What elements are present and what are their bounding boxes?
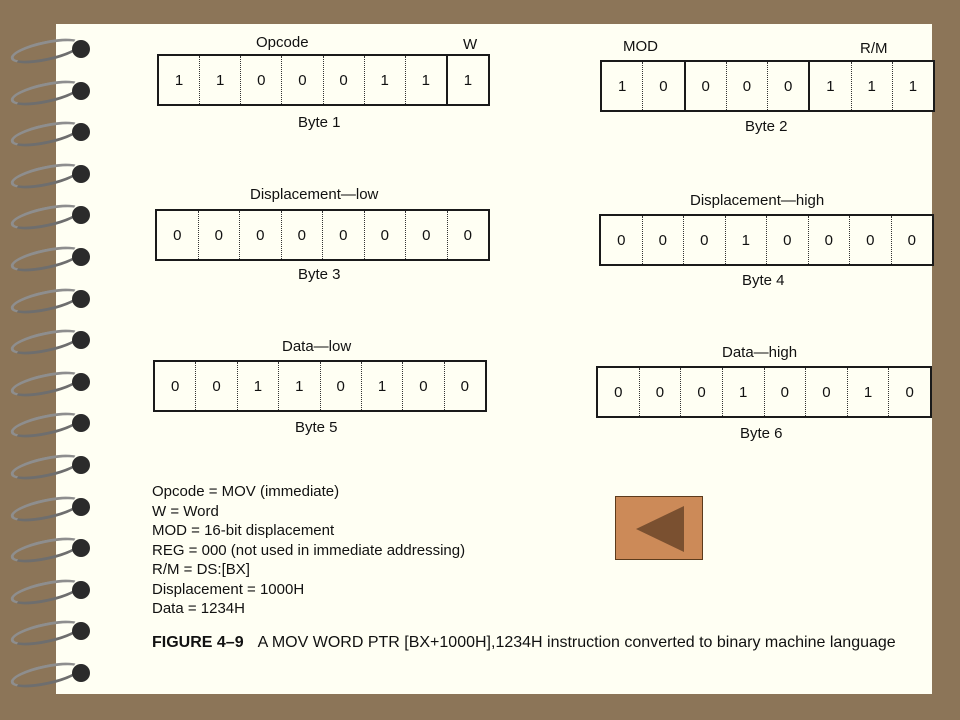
byte1-bit-7: 1 xyxy=(445,56,488,104)
byte2-bit-3: 0 xyxy=(725,62,767,110)
byte5-bit-2: 1 xyxy=(236,362,278,410)
byte4-bit-1: 0 xyxy=(641,216,684,264)
byte1-label: Byte 1 xyxy=(298,114,341,131)
byte6-bit-7: 0 xyxy=(888,368,930,416)
spiral-ring xyxy=(8,366,92,402)
byte2-bit-0: 1 xyxy=(617,77,627,95)
byte3-label: Byte 3 xyxy=(298,266,341,283)
legend-reg: REG = 000 (not used in immediate address… xyxy=(152,541,466,559)
spiral-ring xyxy=(8,574,92,610)
spiral-ring xyxy=(8,532,92,568)
spiral-ring xyxy=(8,241,92,277)
data-high-label: Data—high xyxy=(722,344,798,361)
spiral-ring xyxy=(8,200,92,235)
spiral-ring xyxy=(8,116,92,152)
byte4-label: Byte 4 xyxy=(742,272,785,289)
mod-label: MOD xyxy=(623,38,658,55)
spiral-ring xyxy=(8,283,92,318)
byte6-bit-6: 1 xyxy=(846,368,889,416)
byte2-label: Byte 2 xyxy=(745,118,788,135)
spiral-ring xyxy=(8,324,92,360)
triangle-left-icon xyxy=(636,506,684,552)
spiral-ring xyxy=(8,158,92,194)
byte5-bit-3: 1 xyxy=(278,362,319,410)
byte3-bit-5: 0 xyxy=(363,211,406,259)
legend-mod: MOD = 16-bit displacement xyxy=(152,522,335,539)
byte2-bit-6: 1 xyxy=(850,62,892,110)
spiral-ring xyxy=(8,616,92,651)
legend-displacement: Displacement = 1000H xyxy=(152,580,305,598)
byte4-bit-5: 0 xyxy=(807,216,850,264)
legend-rm: R/M = DS:[BX] xyxy=(152,561,250,578)
byte1-bit-5: 1 xyxy=(363,56,405,104)
w-label: W xyxy=(463,36,478,53)
byte4-bit-2: 0 xyxy=(683,216,725,264)
byte6-bit-2: 0 xyxy=(680,368,722,416)
byte3-bit-6: 0 xyxy=(405,211,447,259)
byte5-bit-7: 0 xyxy=(443,362,485,410)
spiral-ring xyxy=(8,491,92,526)
byte1-bit-2: 0 xyxy=(240,56,281,104)
byte2-bit-2: 0 xyxy=(683,62,726,110)
spiral-ring xyxy=(8,75,92,110)
figure-caption: FIGURE 4–9 A MOV WORD PTR [BX+1000H],1234… xyxy=(152,632,952,653)
byte3-bit-4: 0 xyxy=(322,211,364,259)
byte1-bit-3: 0 xyxy=(281,56,322,104)
data-low-label: Data—low xyxy=(282,338,352,355)
byte4-bit-7: 0 xyxy=(890,216,933,264)
displacement-low-label: Displacement—low xyxy=(250,186,379,203)
rm-label: R/M xyxy=(860,40,888,57)
byte3-bit-3: 0 xyxy=(280,211,323,259)
byte4-bit-4: 0 xyxy=(766,216,808,264)
byte6-bit-4: 0 xyxy=(763,368,806,416)
byte1-bit-1: 1 xyxy=(199,56,240,104)
byte3-bit-0: 0 xyxy=(173,226,182,244)
notebook-page xyxy=(56,24,932,694)
byte3-bit-2: 0 xyxy=(239,211,281,259)
byte2-bit-5: 1 xyxy=(808,62,850,110)
byte5-label: Byte 5 xyxy=(295,419,338,436)
byte3-bit-1: 0 xyxy=(197,211,240,259)
byte5-bit-0: 0 xyxy=(171,377,180,395)
byte1-bit-0: 1 xyxy=(174,71,184,89)
byte6-bit-0: 0 xyxy=(614,383,623,401)
byte1-bit-4: 0 xyxy=(322,56,364,104)
byte6-bit-1: 0 xyxy=(638,368,681,416)
byte5-bit-1: 0 xyxy=(195,362,236,410)
opcode-label: Opcode xyxy=(256,34,309,51)
byte3-bit-7: 0 xyxy=(446,211,489,259)
byte5-bit-6: 0 xyxy=(402,362,443,410)
legend-opcode: Opcode = MOV (immediate) xyxy=(152,483,340,500)
byte5-bit-4: 0 xyxy=(319,362,361,410)
byte6-bit-3: 1 xyxy=(721,368,764,416)
byte2-bit-7: 1 xyxy=(891,62,933,110)
legend-w: W = Word xyxy=(152,502,219,520)
byte4-bit-0: 0 xyxy=(617,231,626,249)
byte6-bit-5: 0 xyxy=(805,368,847,416)
figure-number: FIGURE 4–9 xyxy=(152,634,244,651)
byte4-bit-6: 0 xyxy=(849,216,891,264)
spiral-ring xyxy=(8,408,92,443)
spiral-ring xyxy=(8,33,92,69)
spiral-ring xyxy=(8,657,92,693)
byte4-bit-3: 1 xyxy=(724,216,767,264)
spiral-ring xyxy=(8,449,92,485)
back-button[interactable] xyxy=(615,496,703,560)
displacement-high-label: Displacement—high xyxy=(690,192,825,209)
legend-data: Data = 1234H xyxy=(152,600,245,617)
byte6-label: Byte 6 xyxy=(740,425,783,442)
byte5-bit-5: 1 xyxy=(360,362,402,410)
figure-caption-text: A MOV WORD PTR [BX+1000H],1234H instruct… xyxy=(257,634,896,651)
byte2-bit-4: 0 xyxy=(767,62,808,110)
byte1-bit-6: 1 xyxy=(404,56,446,104)
legend: Opcode = MOV (immediate) W = Word MOD = … xyxy=(152,482,465,619)
byte2-bit-1: 0 xyxy=(642,62,683,110)
